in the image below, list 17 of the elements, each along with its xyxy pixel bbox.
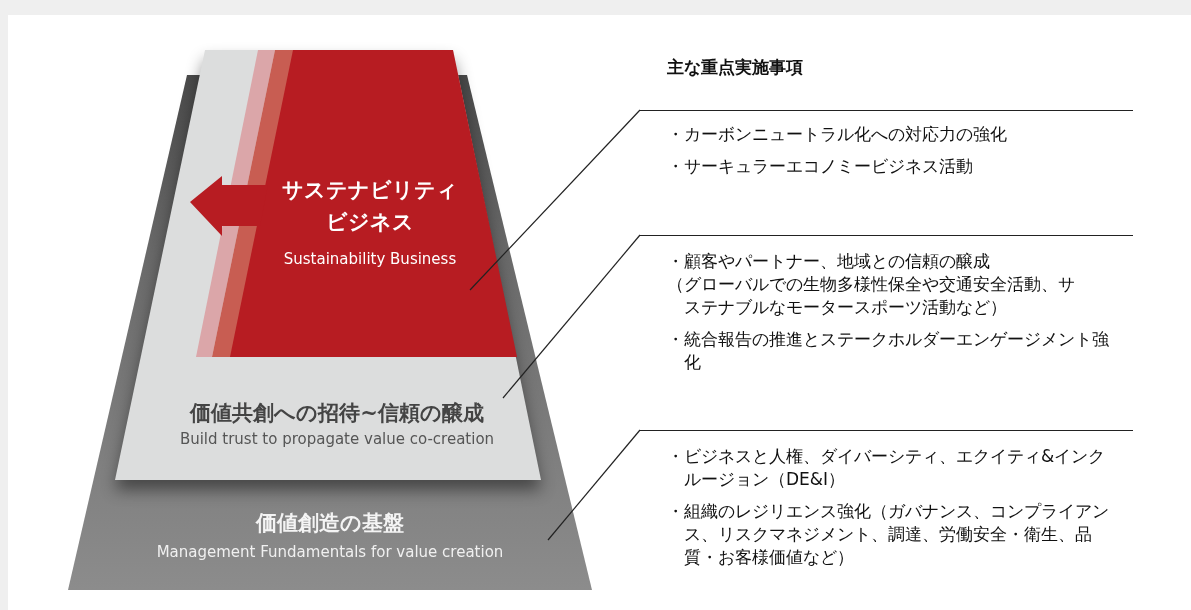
- bullet-text: ・カーボンニュートラル化への対応力の強化: [667, 123, 1008, 146]
- leader-line: [547, 429, 641, 541]
- leader-line: [469, 109, 641, 291]
- layer-subtitle: Management Fundamentals for value creation: [155, 542, 505, 562]
- layer-title: 価値創造の基盤: [254, 510, 405, 537]
- layer-subtitle: Sustainability Business: [282, 249, 458, 269]
- bullet-text: ・顧客やパートナー、地域との信頼の醸成: [667, 250, 991, 273]
- bullet-text: ・ビジネスと人権、ダイバーシティ、エクイティ&インクルージョン（DE&I）: [667, 445, 1107, 491]
- layer-title: サステナビリティビジネス: [281, 177, 459, 236]
- bullet-text: （グローバルでの生物多様性保全や交通安全活動、サステナブルなモータースポーツ活動など）: [667, 273, 1076, 319]
- bullet-text: ・組織のレジリエンス強化（ガバナンス、コンプライアンス、リスクマネジメント、調達、労働安全・衛生、品質・お客様価値など）: [667, 500, 1110, 569]
- bullet-text: ・サーキュラーエコノミービジネス活動: [667, 155, 974, 178]
- bullet-text: ・統合報告の推進とステークホルダーエンゲージメント強化: [667, 328, 1110, 374]
- layer-subtitle: Build trust to propagate value co-creation: [178, 429, 496, 449]
- section-heading: 主な重点実施事項: [667, 56, 803, 79]
- leader-line: [502, 234, 641, 399]
- layer-title: 価値共創への招待~信頼の醸成: [188, 400, 485, 427]
